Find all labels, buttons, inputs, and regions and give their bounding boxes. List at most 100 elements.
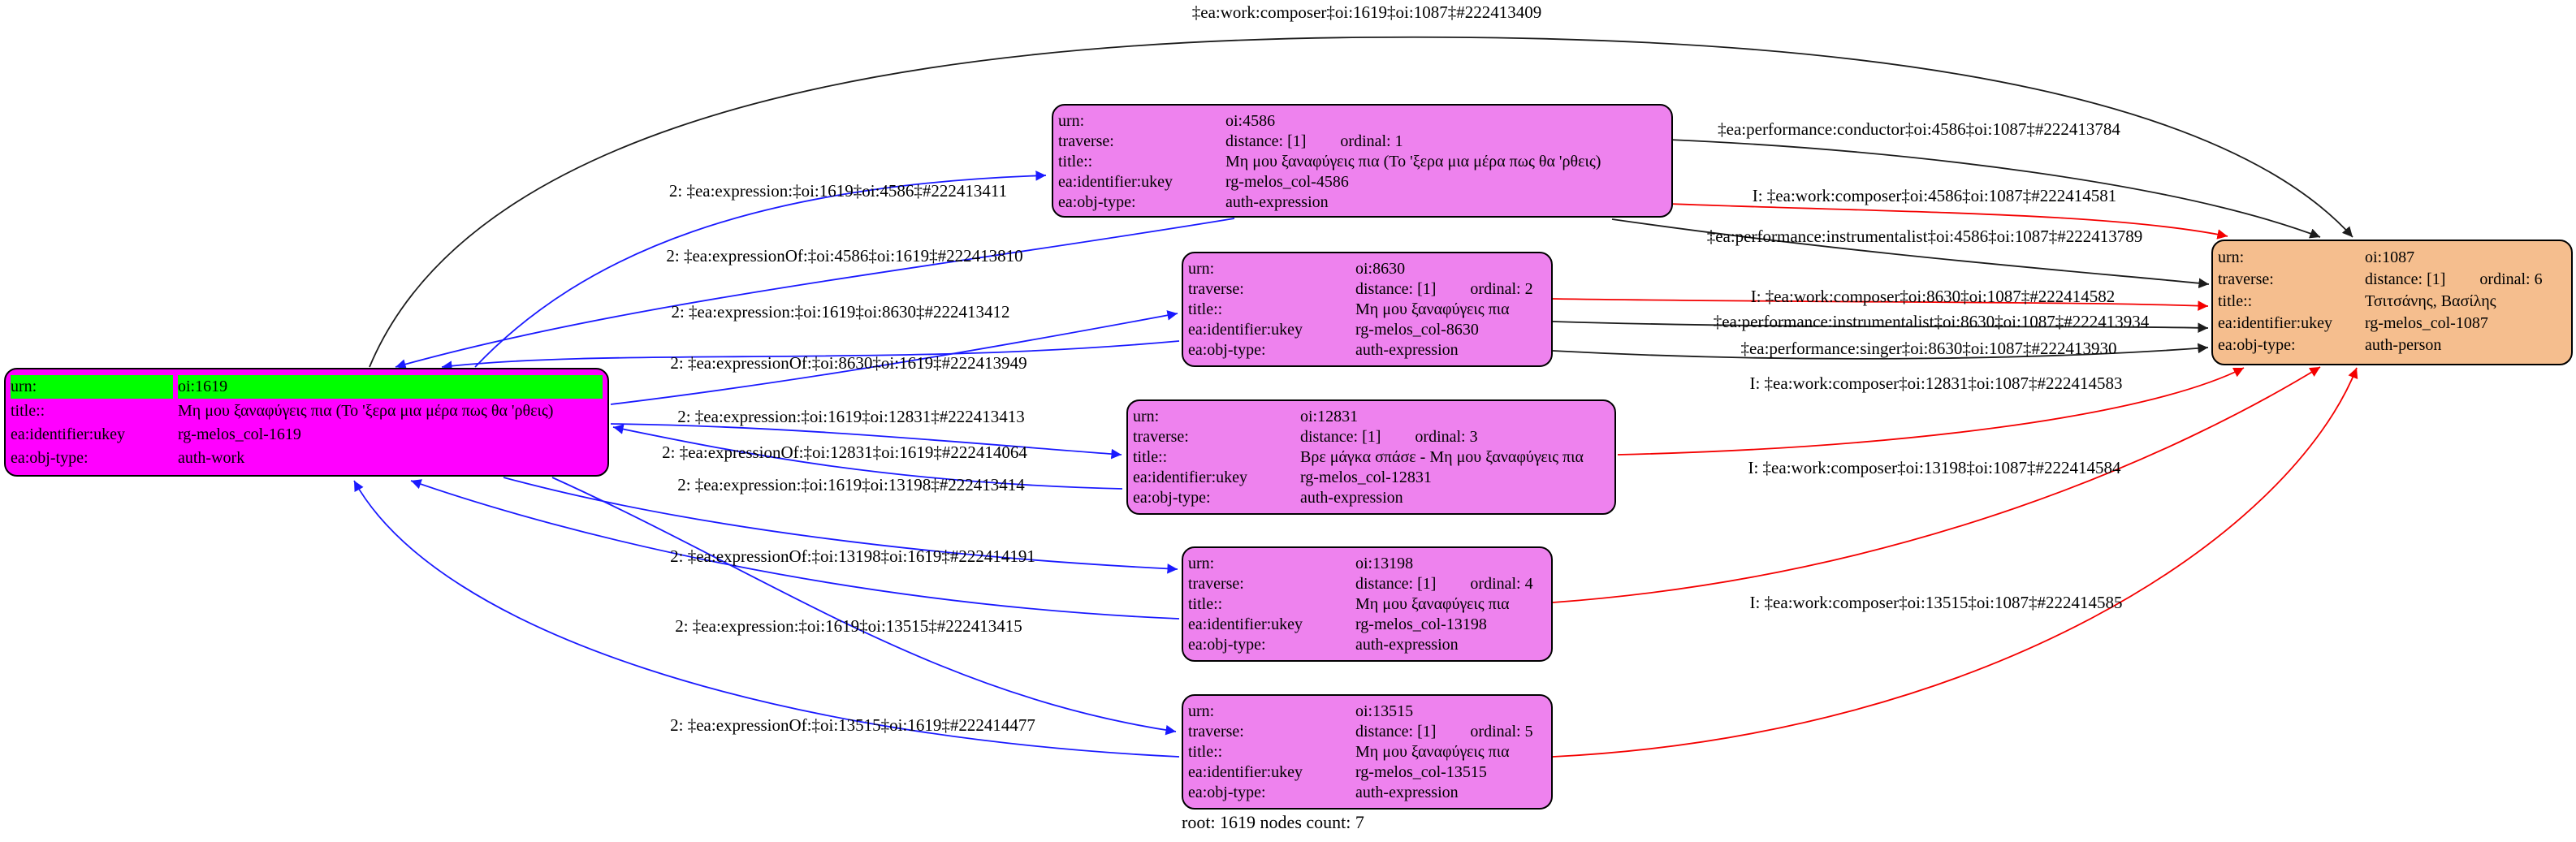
field-value: distance: [1]ordinal: 5 — [1355, 722, 1546, 742]
field-key: traverse: — [1058, 132, 1114, 150]
ordinal-value: ordinal: 1 — [1340, 132, 1403, 150]
field-key: title:: — [1058, 153, 1093, 171]
edge-label-work-composer-13198-1087: I: ‡ea:work:composer‡oi:13198‡oi:1087‡#2… — [1748, 458, 2121, 477]
edge-label-work-composer-12831-1087: I: ‡ea:work:composer‡oi:12831‡oi:1087‡#2… — [1749, 374, 2123, 393]
field-key: title:: — [1188, 300, 1223, 318]
field-value: rg-melos_col-1087 — [2365, 314, 2488, 332]
node-urn-row: urn: oi:4586 — [1058, 111, 1666, 132]
node-objtype-row: ea:obj-type: auth-expression — [1058, 192, 1666, 213]
field-value: oi:8630 — [1355, 260, 1406, 278]
field-value: oi:1087 — [2365, 248, 2415, 266]
field-key: ea:identifier:ukey — [1133, 468, 1248, 486]
node-identifier-row: ea:identifier:ukey rg-melos_col-12831 — [1133, 468, 1610, 488]
edge-expression-1619-13198 — [503, 477, 1178, 574]
node-identifier-row: ea:identifier:ukey rg-melos_col-13515 — [1188, 762, 1546, 783]
field-value: rg-melos_col-13198 — [1355, 615, 1487, 633]
node-title-row: title:: Βρε μάγκα σπάσε - Μη μου ξαναφύγ… — [1133, 447, 1610, 468]
edge-label-performance-singer-8630-1087: ‡ea:performance:singer‡oi:8630‡oi:1087‡#… — [1740, 339, 2117, 358]
field-key: traverse: — [2218, 270, 2274, 288]
edge-label-performance-conductor-4586-1087: ‡ea:performance:conductor‡oi:4586‡oi:108… — [1718, 119, 2120, 139]
node-urn-row: urn: oi:13515 — [1188, 702, 1546, 722]
node-traverse-row: traverse: distance: [1]ordinal: 4 — [1188, 574, 1546, 594]
node-title-row: title:: Τσιτσάνης, Βασίλης — [2218, 291, 2566, 313]
field-value: oi:13198 — [1355, 555, 1414, 572]
edge-expressionOf-13198-1619 — [410, 479, 1180, 620]
field-key: traverse: — [1188, 280, 1244, 298]
node-expression-13515[interactable]: urn: oi:13515 traverse: distance: [1]ord… — [1182, 694, 1553, 810]
field-value: oi:12831 — [1300, 408, 1359, 425]
node-traverse-row: traverse: distance: [1]ordinal: 3 — [1133, 427, 1610, 447]
field-key: ea:identifier:ukey — [1058, 173, 1173, 191]
field-key: title:: — [1188, 595, 1223, 613]
node-urn-row: urn: oi:8630 — [1188, 259, 1546, 279]
node-traverse-row: traverse: distance: [1]ordinal: 1 — [1058, 132, 1666, 152]
node-person-1087[interactable]: urn: oi:1087 traverse: distance: [1] ordi… — [2211, 240, 2573, 365]
field-key: ea:obj-type: — [1058, 193, 1136, 211]
field-value: Βρε μάγκα σπάσε - Μη μου ξαναφύγεις πια — [1300, 448, 1584, 466]
field-key: urn: — [11, 375, 173, 399]
node-expression-8630[interactable]: urn: oi:8630 traverse: distance: [1]ordi… — [1182, 252, 1553, 367]
edge-expression-1619-4586 — [474, 171, 1047, 368]
field-value: Μη μου ξαναφύγεις πια (Το 'ξερα μια μέρα… — [178, 402, 554, 420]
edge-label-performance-instrumentalist-8630-1087: ‡ea:performance:instrumentalist‡oi:8630‡… — [1713, 312, 2150, 331]
node-work-1619[interactable]: urn: oi:1619 title:: Μη μου ξαναφύγεις π… — [4, 368, 609, 477]
distance-value: distance: [1] — [2365, 270, 2446, 288]
edge-performance-instrumentalist-8630-1087 — [1552, 321, 2209, 334]
node-title-row: title:: Μη μου ξαναφύγεις πια (Το 'ξερα … — [1058, 152, 1666, 172]
edge-expressionOf-8630-1619 — [441, 340, 1180, 371]
node-urn-row: urn: oi:1087 — [2218, 247, 2566, 269]
field-value: rg-melos_col-12831 — [1300, 468, 1432, 486]
field-value: rg-melos_col-8630 — [1355, 321, 1479, 339]
edge-work-composer-12831-1087 — [1617, 367, 2245, 456]
field-value: oi:1619 — [178, 375, 603, 399]
edge-expression-1619-8630 — [610, 310, 1178, 405]
field-value: auth-work — [178, 449, 245, 467]
field-value: auth-expression — [1355, 636, 1459, 654]
node-traverse-row: traverse: distance: [1]ordinal: 2 — [1188, 279, 1546, 300]
node-identifier-row: ea:identifier:ukey rg-melos_col-13198 — [1188, 615, 1546, 635]
field-key: urn: — [1058, 112, 1085, 130]
edge-expression-1619-13515 — [551, 477, 1177, 736]
distance-value: distance: [1] — [1355, 575, 1437, 593]
node-urn-row: urn: oi:13198 — [1188, 554, 1546, 574]
node-objtype-row: ea:obj-type: auth-expression — [1188, 635, 1546, 655]
field-value: distance: [1] ordinal: 6 — [2365, 269, 2566, 291]
node-traverse-row: traverse: distance: [1] ordinal: 6 — [2218, 269, 2566, 291]
field-key: ea:obj-type: — [1188, 341, 1266, 359]
field-key: title:: — [11, 402, 45, 420]
edge-label-expressionOf-8630-1619: 2: ‡ea:expressionOf:‡oi:8630‡oi:1619‡#22… — [670, 353, 1027, 373]
node-objtype-row: ea:obj-type: auth-person — [2218, 335, 2566, 356]
node-expression-4586[interactable]: urn: oi:4586 traverse: distance: [1]ordi… — [1052, 104, 1673, 218]
node-identifier-row: ea:identifier:ukey rg-melos_col-4586 — [1058, 172, 1666, 192]
edge-label-expressionOf-4586-1619: 2: ‡ea:expressionOf:‡oi:4586‡oi:1619‡#22… — [666, 246, 1023, 266]
ordinal-value: ordinal: 6 — [2479, 270, 2543, 288]
node-expression-13198[interactable]: urn: oi:13198 traverse: distance: [1]ord… — [1182, 546, 1553, 662]
node-identifier-row: ea:identifier:ukey rg-melos_col-8630 — [1188, 320, 1546, 340]
field-key: ea:identifier:ukey — [1188, 615, 1303, 633]
edge-label-expressionOf-13198-1619: 2: ‡ea:expressionOf:‡oi:13198‡oi:1619‡#2… — [670, 546, 1035, 566]
field-key: title:: — [1133, 448, 1168, 466]
field-key: urn: — [1133, 408, 1160, 425]
field-key: ea:identifier:ukey — [1188, 763, 1303, 781]
node-title-row: title:: Μη μου ξαναφύγεις πια (Το 'ξερα … — [11, 399, 603, 423]
edge-label-expression-1619-8630: 2: ‡ea:expression:‡oi:1619‡oi:8630‡#2224… — [671, 302, 1010, 322]
field-value: rg-melos_col-4586 — [1225, 173, 1349, 191]
node-objtype-row: ea:obj-type: auth-expression — [1188, 783, 1546, 803]
edge-label-work-composer-1619-1087: ‡ea:work:composer‡oi:1619‡oi:1087‡#22241… — [1191, 2, 1542, 22]
field-key: urn: — [1188, 260, 1215, 278]
field-key: traverse: — [1188, 575, 1244, 593]
field-value: distance: [1]ordinal: 1 — [1225, 132, 1666, 152]
distance-value: distance: [1] — [1355, 723, 1437, 741]
node-objtype-row: ea:obj-type: auth-expression — [1133, 488, 1610, 508]
field-value: distance: [1]ordinal: 2 — [1355, 279, 1546, 300]
node-title-row: title:: Μη μου ξαναφύγεις πια — [1188, 742, 1546, 762]
edge-label-expression-1619-12831: 2: ‡ea:expression:‡oi:1619‡oi:12831‡#222… — [677, 407, 1025, 426]
node-expression-12831[interactable]: urn: oi:12831 traverse: distance: [1]ord… — [1126, 399, 1616, 515]
edge-expressionOf-4586-1619 — [395, 218, 1235, 369]
edge-work-composer-4586-1087 — [1668, 203, 2228, 240]
edge-work-composer-8630-1087 — [1552, 298, 2209, 311]
field-key: urn: — [1188, 702, 1215, 720]
field-key: ea:identifier:ukey — [2218, 314, 2333, 332]
